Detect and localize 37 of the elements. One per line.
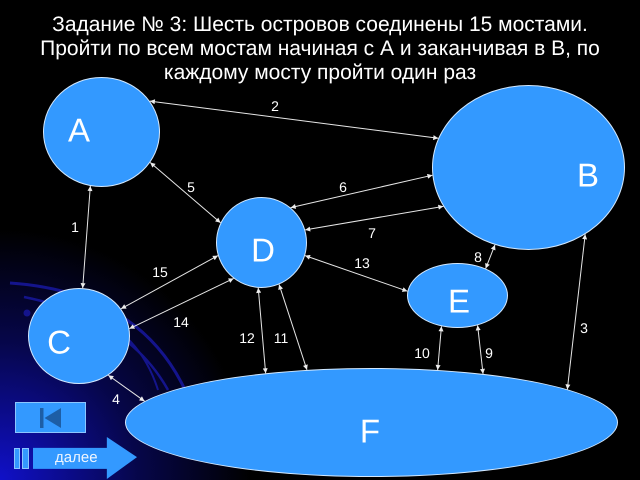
bridge-number: 2 xyxy=(271,99,279,113)
bridge-number: 8 xyxy=(474,250,482,264)
island-letter: B xyxy=(577,158,599,192)
bridge-arrow xyxy=(80,186,92,289)
bridge-arrow xyxy=(108,374,146,402)
bridge-number: 9 xyxy=(485,346,493,360)
bridge-number: 14 xyxy=(173,315,189,329)
bridge-arrow xyxy=(120,255,218,310)
bridge-number: 12 xyxy=(239,331,255,345)
bridge-arrow xyxy=(304,204,444,232)
title: Задание № 3: Шесть островов соединены 15 мостами. Пройти по всем мостам начиная с А и заканчивая в В, по каждому мосту пройти один раз xyxy=(39,13,601,85)
bridge-number: 5 xyxy=(187,180,195,194)
bridge-arrow xyxy=(565,234,588,390)
bridge-arrow xyxy=(150,162,222,224)
bridge-number: 11 xyxy=(274,331,288,345)
bridge-arrow xyxy=(128,278,234,330)
island-letter: D xyxy=(251,234,275,266)
island-letter: F xyxy=(360,414,380,448)
bridge-arrow xyxy=(436,326,444,370)
island-letter: E xyxy=(448,284,470,318)
bridge-number: 6 xyxy=(339,180,347,194)
bridge-number: 10 xyxy=(414,346,430,360)
island-letter: C xyxy=(47,326,71,358)
bridge-number: 1 xyxy=(71,220,79,234)
bridge-number: 13 xyxy=(354,256,370,270)
bridge-arrow xyxy=(149,99,439,140)
bridge-arrow xyxy=(256,287,268,374)
bridge-arrow xyxy=(485,244,496,270)
bridge-number: 7 xyxy=(368,226,376,240)
bridge-number: 4 xyxy=(112,392,120,406)
bridge-arrow xyxy=(290,174,433,209)
bridge-number: 3 xyxy=(580,321,588,335)
bridge-arrow xyxy=(278,284,308,370)
bridge-arrow xyxy=(304,254,408,292)
bridge-number: 15 xyxy=(152,265,168,279)
island-letter: A xyxy=(68,114,90,146)
bridge-arrow xyxy=(476,324,485,374)
